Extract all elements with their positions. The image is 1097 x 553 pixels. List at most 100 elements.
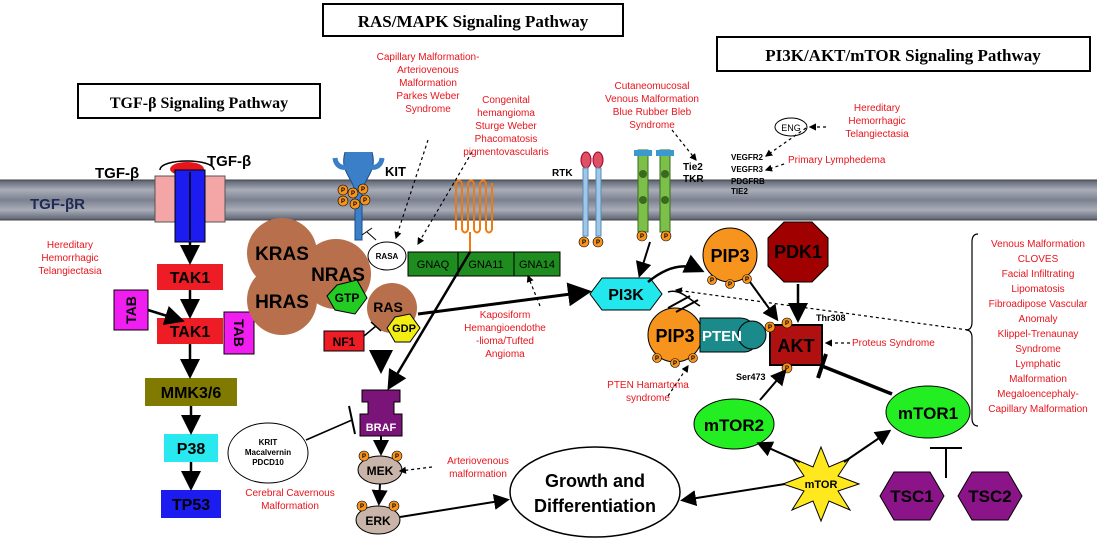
pik3ca-disease-list: Venous Malformation CLOVES Facial Infilt… xyxy=(965,233,1088,427)
pten-hamartoma-label: PTEN Hamartoma syndrome xyxy=(607,380,689,404)
svg-text:Ser473: Ser473 xyxy=(736,372,766,382)
svg-text:KIT: KIT xyxy=(385,164,406,179)
svg-text:P: P xyxy=(596,240,600,246)
svg-text:Arteriovenous: Arteriovenous xyxy=(447,456,509,467)
svg-text:KRAS: KRAS xyxy=(255,244,309,265)
svg-text:KRIT: KRIT xyxy=(259,438,278,447)
svg-text:TP53: TP53 xyxy=(172,497,210,514)
mek-node: MEK xyxy=(357,450,403,485)
svg-text:PTEN: PTEN xyxy=(702,328,742,345)
tab-node-b: TAB xyxy=(223,311,255,355)
rasa-node: RASA xyxy=(361,227,407,271)
tgf-title: TGF-β Signaling Pathway xyxy=(77,83,321,119)
svg-text:mTOR2: mTOR2 xyxy=(704,416,764,435)
svg-text:P: P xyxy=(785,366,789,372)
p38-node: P38 xyxy=(164,434,218,462)
svg-text:PDGFRB: PDGFRB xyxy=(731,177,765,186)
rtk-receptor: RTK xyxy=(552,151,604,248)
svg-text:Phacomatosis: Phacomatosis xyxy=(475,134,538,145)
svg-text:TGF-β: TGF-β xyxy=(207,153,251,170)
disease-pointers xyxy=(394,123,969,474)
phospho-labels: P P P P P P P P P P P P P P P P P P P P … xyxy=(341,187,789,510)
svg-text:Syndrome: Syndrome xyxy=(405,104,451,115)
svg-text:TIE2: TIE2 xyxy=(731,187,748,196)
pdk1-node: PDK1 xyxy=(767,221,829,283)
svg-text:MMK3/6: MMK3/6 xyxy=(161,385,222,402)
svg-text:Lipomatosis: Lipomatosis xyxy=(1011,284,1064,295)
tak1-node-a: TAK1 xyxy=(157,264,223,290)
svg-text:TSC1: TSC1 xyxy=(890,487,933,506)
svg-text:GNA14: GNA14 xyxy=(519,259,555,271)
svg-text:GTP: GTP xyxy=(335,291,360,305)
mmk-node: MMK3/6 xyxy=(145,378,237,406)
ras-gdp-node: RAS GDP xyxy=(367,283,421,343)
svg-text:PDCD10: PDCD10 xyxy=(252,458,284,467)
svg-text:Klippel-Trenaunay: Klippel-Trenaunay xyxy=(998,329,1079,340)
svg-text:Facial Infiltrating: Facial Infiltrating xyxy=(1002,269,1075,280)
svg-text:Hemorrhagic: Hemorrhagic xyxy=(848,116,905,127)
svg-text:mTOR1: mTOR1 xyxy=(898,404,958,423)
kaposiform-label: Kaposiform Hemangioendothe -lioma/Tufted… xyxy=(464,310,546,360)
svg-text:P: P xyxy=(363,198,367,204)
svg-text:P: P xyxy=(655,356,659,362)
svg-text:Tie2: Tie2 xyxy=(683,162,703,173)
svg-text:RAS/MAPK Signaling Pathway: RAS/MAPK Signaling Pathway xyxy=(358,12,589,31)
akt-node: AKT Thr308 Ser473 xyxy=(736,313,846,382)
svg-text:RTK: RTK xyxy=(552,168,573,179)
svg-text:Hereditary: Hereditary xyxy=(47,240,93,251)
svg-text:Syndrome: Syndrome xyxy=(1015,344,1061,355)
svg-text:P: P xyxy=(395,454,399,460)
svg-text:Malformation: Malformation xyxy=(1009,374,1067,385)
svg-text:Cutaneomucosal: Cutaneomucosal xyxy=(614,81,689,92)
tgfb-receptor: TGF-β TGF-β TGF-βR xyxy=(30,153,251,243)
svg-text:VEGFR3: VEGFR3 xyxy=(731,165,764,174)
svg-text:P: P xyxy=(392,504,396,510)
svg-text:RAS: RAS xyxy=(373,299,403,315)
svg-text:CLOVES: CLOVES xyxy=(1018,254,1059,265)
svg-text:Thr308: Thr308 xyxy=(816,313,846,323)
gna-bar: GNAQ GNA11 GNA14 xyxy=(407,251,561,277)
svg-text:P: P xyxy=(360,504,364,510)
tgf-arrows xyxy=(147,242,201,491)
svg-text:P: P xyxy=(341,188,345,194)
svg-text:Syndrome: Syndrome xyxy=(629,120,675,131)
svg-text:PIP3: PIP3 xyxy=(710,246,749,266)
svg-text:Differentiation: Differentiation xyxy=(534,496,656,516)
cutaneomucosal-label: Cutaneomucosal Venous Malformation Blue … xyxy=(605,81,699,131)
svg-text:Hemorrhagic: Hemorrhagic xyxy=(41,253,98,264)
svg-text:hemangioma: hemangioma xyxy=(477,108,535,119)
ccm-label: Cerebral Cavernous Malformation xyxy=(245,488,335,512)
svg-text:Venous Malformation: Venous Malformation xyxy=(991,239,1085,250)
svg-text:Congenital: Congenital xyxy=(482,95,530,106)
svg-text:Hereditary: Hereditary xyxy=(854,103,900,114)
svg-text:GDP: GDP xyxy=(392,323,416,335)
tp53-node: TP53 xyxy=(161,490,221,518)
svg-text:-lioma/Tufted: -lioma/Tufted xyxy=(476,336,534,347)
svg-text:pigmentovascularis: pigmentovascularis xyxy=(463,147,549,158)
svg-text:Sturge Weber: Sturge Weber xyxy=(475,121,537,132)
svg-text:syndrome: syndrome xyxy=(626,393,670,404)
svg-text:NRAS: NRAS xyxy=(311,265,365,286)
svg-text:HRAS: HRAS xyxy=(255,292,309,313)
svg-text:P: P xyxy=(361,187,365,193)
ras-mapk-title: RAS/MAPK Signaling Pathway xyxy=(322,3,624,37)
svg-text:P: P xyxy=(728,282,732,288)
krit-node: KRIT Macalvernin PDCD10 xyxy=(227,405,356,484)
vegfr-labels: VEGFR2 VEGFR3 PDGFRB TIE2 xyxy=(731,153,765,196)
tsc2-node: TSC2 xyxy=(957,471,1023,521)
svg-text:Capillary Malformation: Capillary Malformation xyxy=(988,404,1087,415)
svg-text:P: P xyxy=(745,277,749,283)
svg-text:Hemangioendothe: Hemangioendothe xyxy=(464,323,546,334)
braf-node: BRAF xyxy=(359,389,403,437)
pathway-arrows xyxy=(369,241,962,518)
tab-node-a: TAB xyxy=(113,289,149,331)
congenital-hemangioma-label: Congenital hemangioma Sturge Weber Phaco… xyxy=(463,95,549,158)
svg-text:Anomaly: Anomaly xyxy=(1019,314,1058,325)
svg-text:ERK: ERK xyxy=(365,514,391,528)
mtor-star: mTOR xyxy=(781,445,861,523)
svg-text:P: P xyxy=(640,234,644,240)
kit-receptor: KIT xyxy=(332,151,406,241)
svg-text:Cerebral Cavernous: Cerebral Cavernous xyxy=(245,488,335,499)
svg-text:Growth and: Growth and xyxy=(545,471,645,491)
svg-text:Macalvernin: Macalvernin xyxy=(245,448,291,457)
